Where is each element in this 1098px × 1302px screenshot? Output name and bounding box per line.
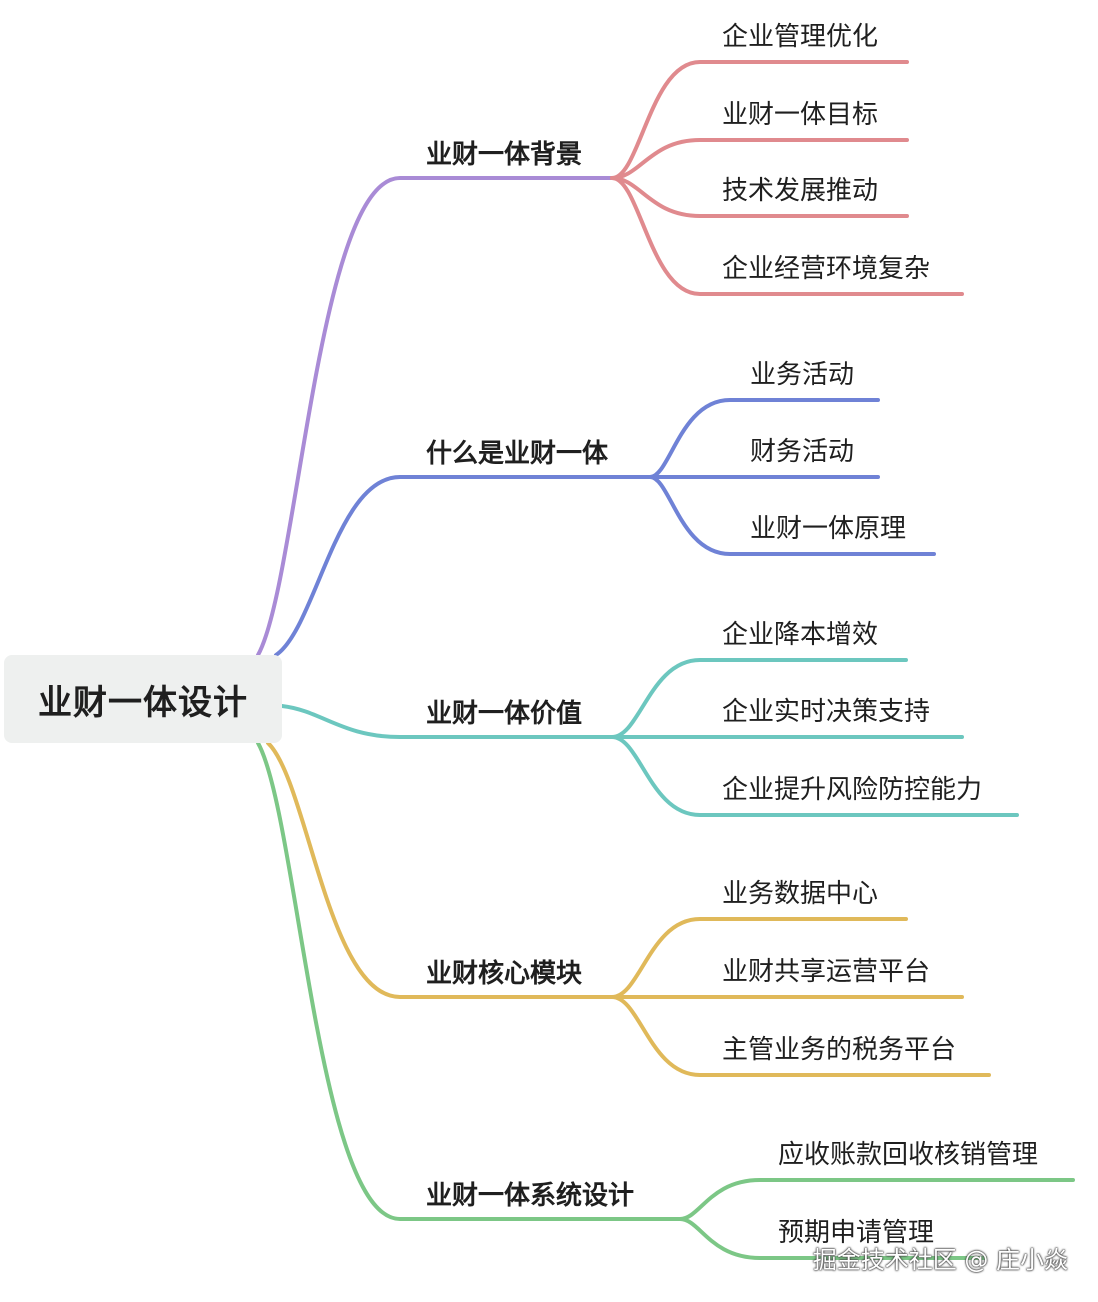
leaf-edge [610,138,909,180]
leaf-edge [610,917,908,999]
leaf-label[interactable]: 业务活动 [750,360,855,390]
root-node[interactable]: 业财一体设计 [4,655,282,743]
leaf-edge [610,60,909,180]
branch-label[interactable]: 业财核心模块 [426,959,583,989]
leaf-label[interactable]: 业财一体目标 [722,100,879,130]
leaf-label[interactable]: 主管业务的税务平台 [722,1035,957,1065]
leaf-edge [648,398,880,479]
root-label: 业财一体设计 [38,682,248,723]
leaf-label[interactable]: 预期申请管理 [778,1218,935,1248]
branch-edge [266,741,614,999]
branch-label[interactable]: 业财一体价值 [426,699,583,729]
leaf-label[interactable]: 企业管理优化 [722,22,879,52]
branch-edge [280,704,614,739]
leaf-label[interactable]: 业财一体原理 [750,514,907,544]
leaf-label[interactable]: 财务活动 [750,437,855,467]
branch-edge [256,741,682,1221]
leaf-label[interactable]: 应收账款回收核销管理 [778,1140,1039,1170]
branch-label[interactable]: 业财一体系统设计 [426,1181,635,1211]
leaf-edge [610,176,964,296]
leaf-label[interactable]: 企业经营环境复杂 [722,254,931,284]
branch-edge [274,475,652,657]
leaf-label[interactable]: 企业提升风险防控能力 [722,775,983,805]
leaf-edge [610,658,908,739]
leaf-edge [610,735,1019,817]
leaf-label[interactable]: 业财共享运营平台 [722,957,931,987]
branch-edge [256,176,614,657]
leaf-label[interactable]: 业务数据中心 [722,879,879,909]
leaf-label[interactable]: 企业降本增效 [722,620,879,650]
leaf-label[interactable]: 技术发展推动 [722,176,879,206]
watermark: 掘金技术社区 @ 庄小焱 [812,1246,1068,1274]
branch-label[interactable]: 什么是业财一体 [426,439,609,469]
leaf-edge [610,176,909,218]
leaf-edge [648,475,936,556]
leaf-edge [610,995,991,1077]
branch-label[interactable]: 业财一体背景 [426,140,583,170]
leaf-label[interactable]: 企业实时决策支持 [722,697,931,727]
leaf-edge [678,1217,987,1260]
leaf-edge [678,1178,1075,1221]
